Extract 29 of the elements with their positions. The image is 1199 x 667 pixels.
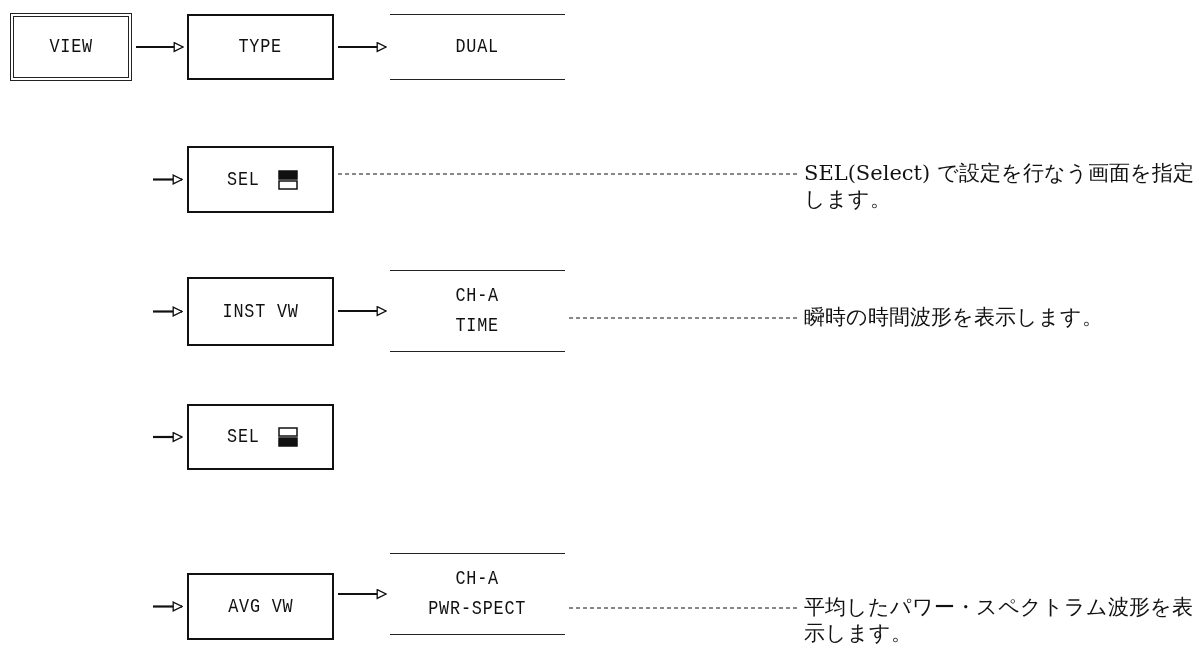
description-text: SEL(Select) で設定を行なう画面を指定します。 [804, 160, 1194, 212]
arrow [338, 41, 387, 53]
arrow [338, 588, 387, 600]
key-box [187, 404, 334, 470]
key-label: TIME [455, 313, 500, 339]
key-label: CH-A [455, 566, 500, 592]
key-box [10, 13, 132, 81]
key-box [187, 146, 334, 213]
key-label: DUAL [455, 34, 500, 60]
arrow [153, 601, 183, 612]
menu-item [390, 553, 565, 635]
arrow [338, 305, 387, 317]
key-box [187, 14, 334, 80]
key-box [187, 573, 334, 640]
key-label: CH-A [455, 283, 500, 309]
key-label: VIEW [49, 34, 93, 60]
arrow [136, 41, 184, 53]
menu-item [390, 270, 565, 352]
menu-item [390, 14, 565, 80]
arrow [153, 431, 183, 443]
key-label: TYPE [238, 34, 283, 60]
key-box [187, 277, 334, 346]
arrow [153, 174, 183, 185]
key-label: SEL [227, 166, 260, 193]
key-label: SEL [227, 424, 260, 450]
key-label: INST VW [222, 298, 299, 325]
arrow [153, 306, 183, 317]
key-label: PWR-SPECT [428, 596, 527, 622]
key-label: AVG VW [227, 593, 294, 620]
